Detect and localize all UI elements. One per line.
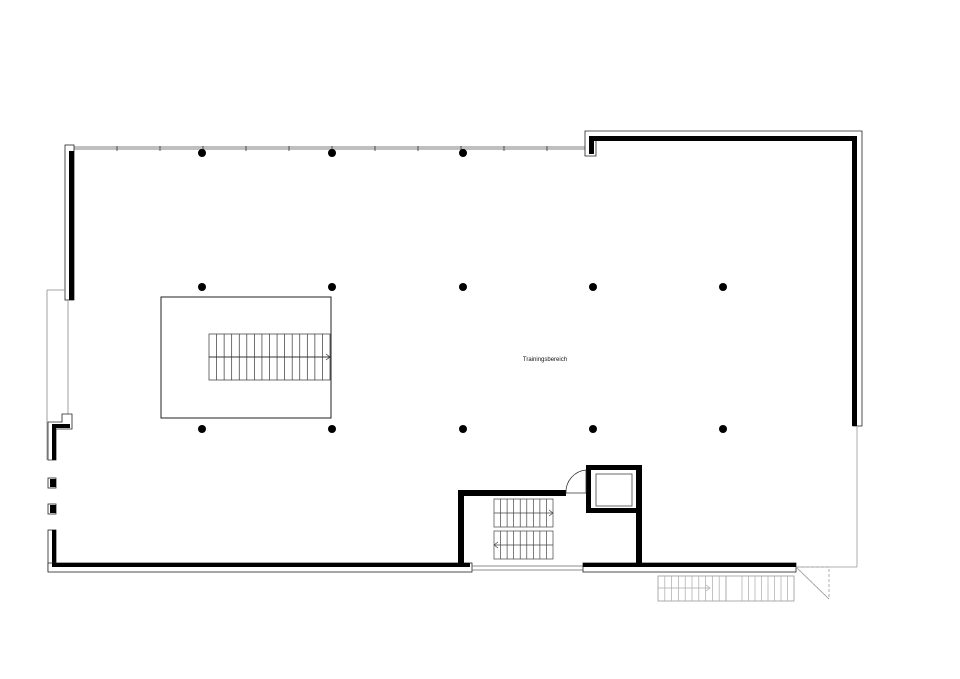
left-wall-lower <box>47 413 73 572</box>
exterior-ramp <box>795 566 830 600</box>
top-glazing-mullions <box>116 146 548 151</box>
left-window <box>46 289 69 460</box>
main-stair-flight-lower <box>208 356 331 381</box>
entrance-opening <box>472 565 583 571</box>
exterior-stair-treads <box>657 575 795 602</box>
bottom-wall-right <box>582 562 797 573</box>
left-wall-upper <box>64 144 75 301</box>
exterior-stair-right <box>741 575 795 602</box>
main-stair-flight-upper <box>208 333 331 358</box>
exterior-stair-arrow <box>705 584 711 592</box>
top-right-wall <box>584 130 863 427</box>
main-stair-arrow <box>325 353 331 361</box>
core-stair-arrow-down <box>493 541 499 549</box>
core-stair <box>493 498 554 560</box>
stair-core-walls <box>458 465 642 563</box>
top-glazing <box>74 146 585 150</box>
columns <box>198 149 727 433</box>
core-door <box>565 469 587 494</box>
exterior-stair-left <box>657 575 727 602</box>
room-label-training-area: Trainingsbereich <box>523 357 567 363</box>
stair-core-inner <box>595 473 633 507</box>
right-glazing <box>796 426 858 568</box>
main-stair <box>208 333 331 381</box>
central-void <box>160 296 332 419</box>
bottom-wall-left <box>47 562 473 573</box>
core-stair-arrow-up <box>548 509 554 517</box>
